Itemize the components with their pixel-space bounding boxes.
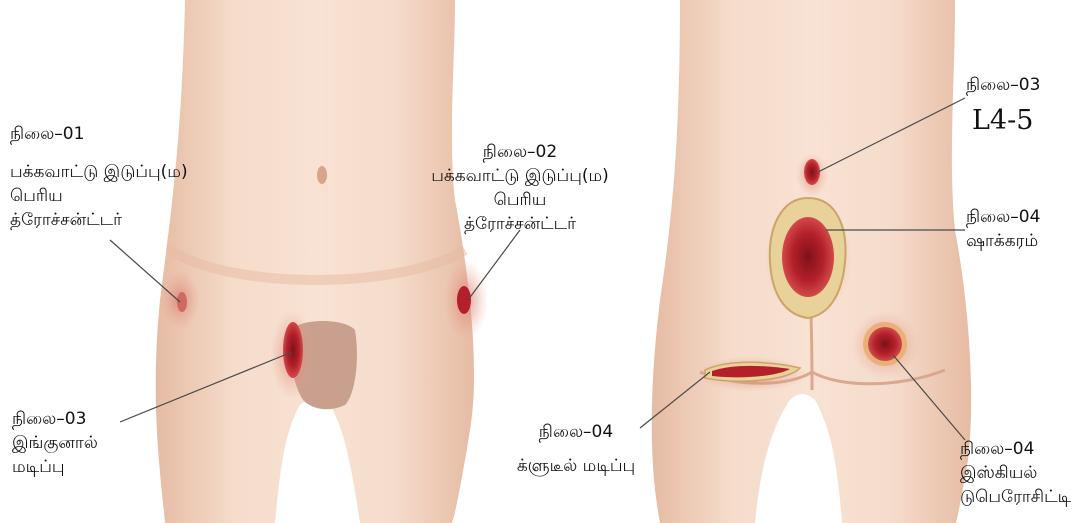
- navel: [317, 166, 327, 184]
- site-name-line1: இங்குனால்: [12, 431, 98, 455]
- site-name-line2: பெரிய: [10, 184, 188, 208]
- vertebra-level: L4-5: [966, 105, 1040, 137]
- label-front-stage01: நிலை–01 பக்கவாட்டு இடுப்பு(ம) பெரிய த்ரோ…: [10, 122, 188, 232]
- site-name-line1: பக்கவாட்டு இடுப்பு(ம): [10, 160, 188, 184]
- stage03-front-wound: [283, 322, 303, 378]
- stage-number: நிலை–03: [12, 407, 98, 431]
- stage-number: நிலை–04: [966, 205, 1040, 229]
- site-name-line3: த்ரோச்சன்ட்டர்: [10, 208, 188, 232]
- stage01-wound: [177, 292, 187, 312]
- label-back-stage04-sacrum: நிலை–04 ஷாக்கரம்: [966, 205, 1040, 253]
- stage-number: நிலை–01: [10, 122, 188, 146]
- site-name-line2: மடிப்பு: [12, 455, 98, 479]
- site-name-line1: இஸ்கியல்: [960, 461, 1071, 485]
- site-name: க்ளுடீல் மடிப்பு: [496, 454, 656, 478]
- stage03-back-wound: [804, 159, 820, 185]
- site-name-line2: டுபெரோசிட்டி: [960, 485, 1071, 509]
- front-body-figure: [156, 0, 488, 523]
- site-name-line1: பக்கவாட்டு இடுப்பு(ம): [415, 164, 625, 188]
- stage-number: நிலை–04: [496, 420, 656, 444]
- site-name-line3: த்ரோச்சன்ட்டர்: [415, 212, 625, 236]
- label-back-stage03: நிலை–03 L4-5: [966, 73, 1040, 137]
- site-name: ஷாக்கரம்: [966, 229, 1040, 253]
- stage-number: நிலை–02: [415, 140, 625, 164]
- stage-number: நிலை–04: [960, 437, 1071, 461]
- stage02-wound: [457, 286, 471, 314]
- site-name-line2: பெரிய: [415, 188, 625, 212]
- label-back-stage04-ischial: நிலை–04 இஸ்கியல் டுபெரோசிட்டி: [960, 437, 1071, 509]
- label-front-stage02: நிலை–02 பக்கவாட்டு இடுப்பு(ம) பெரிய த்ரோ…: [415, 140, 625, 236]
- sacrum-wound: [782, 217, 834, 297]
- label-front-stage03: நிலை–03 இங்குனால் மடிப்பு: [12, 407, 98, 479]
- back-body-figure: [652, 0, 971, 523]
- label-back-stage04-gluteal: நிலை–04 க்ளுடீல் மடிப்பு: [496, 420, 656, 478]
- stage-number: நிலை–03: [966, 73, 1040, 97]
- ischial-wound: [868, 327, 902, 361]
